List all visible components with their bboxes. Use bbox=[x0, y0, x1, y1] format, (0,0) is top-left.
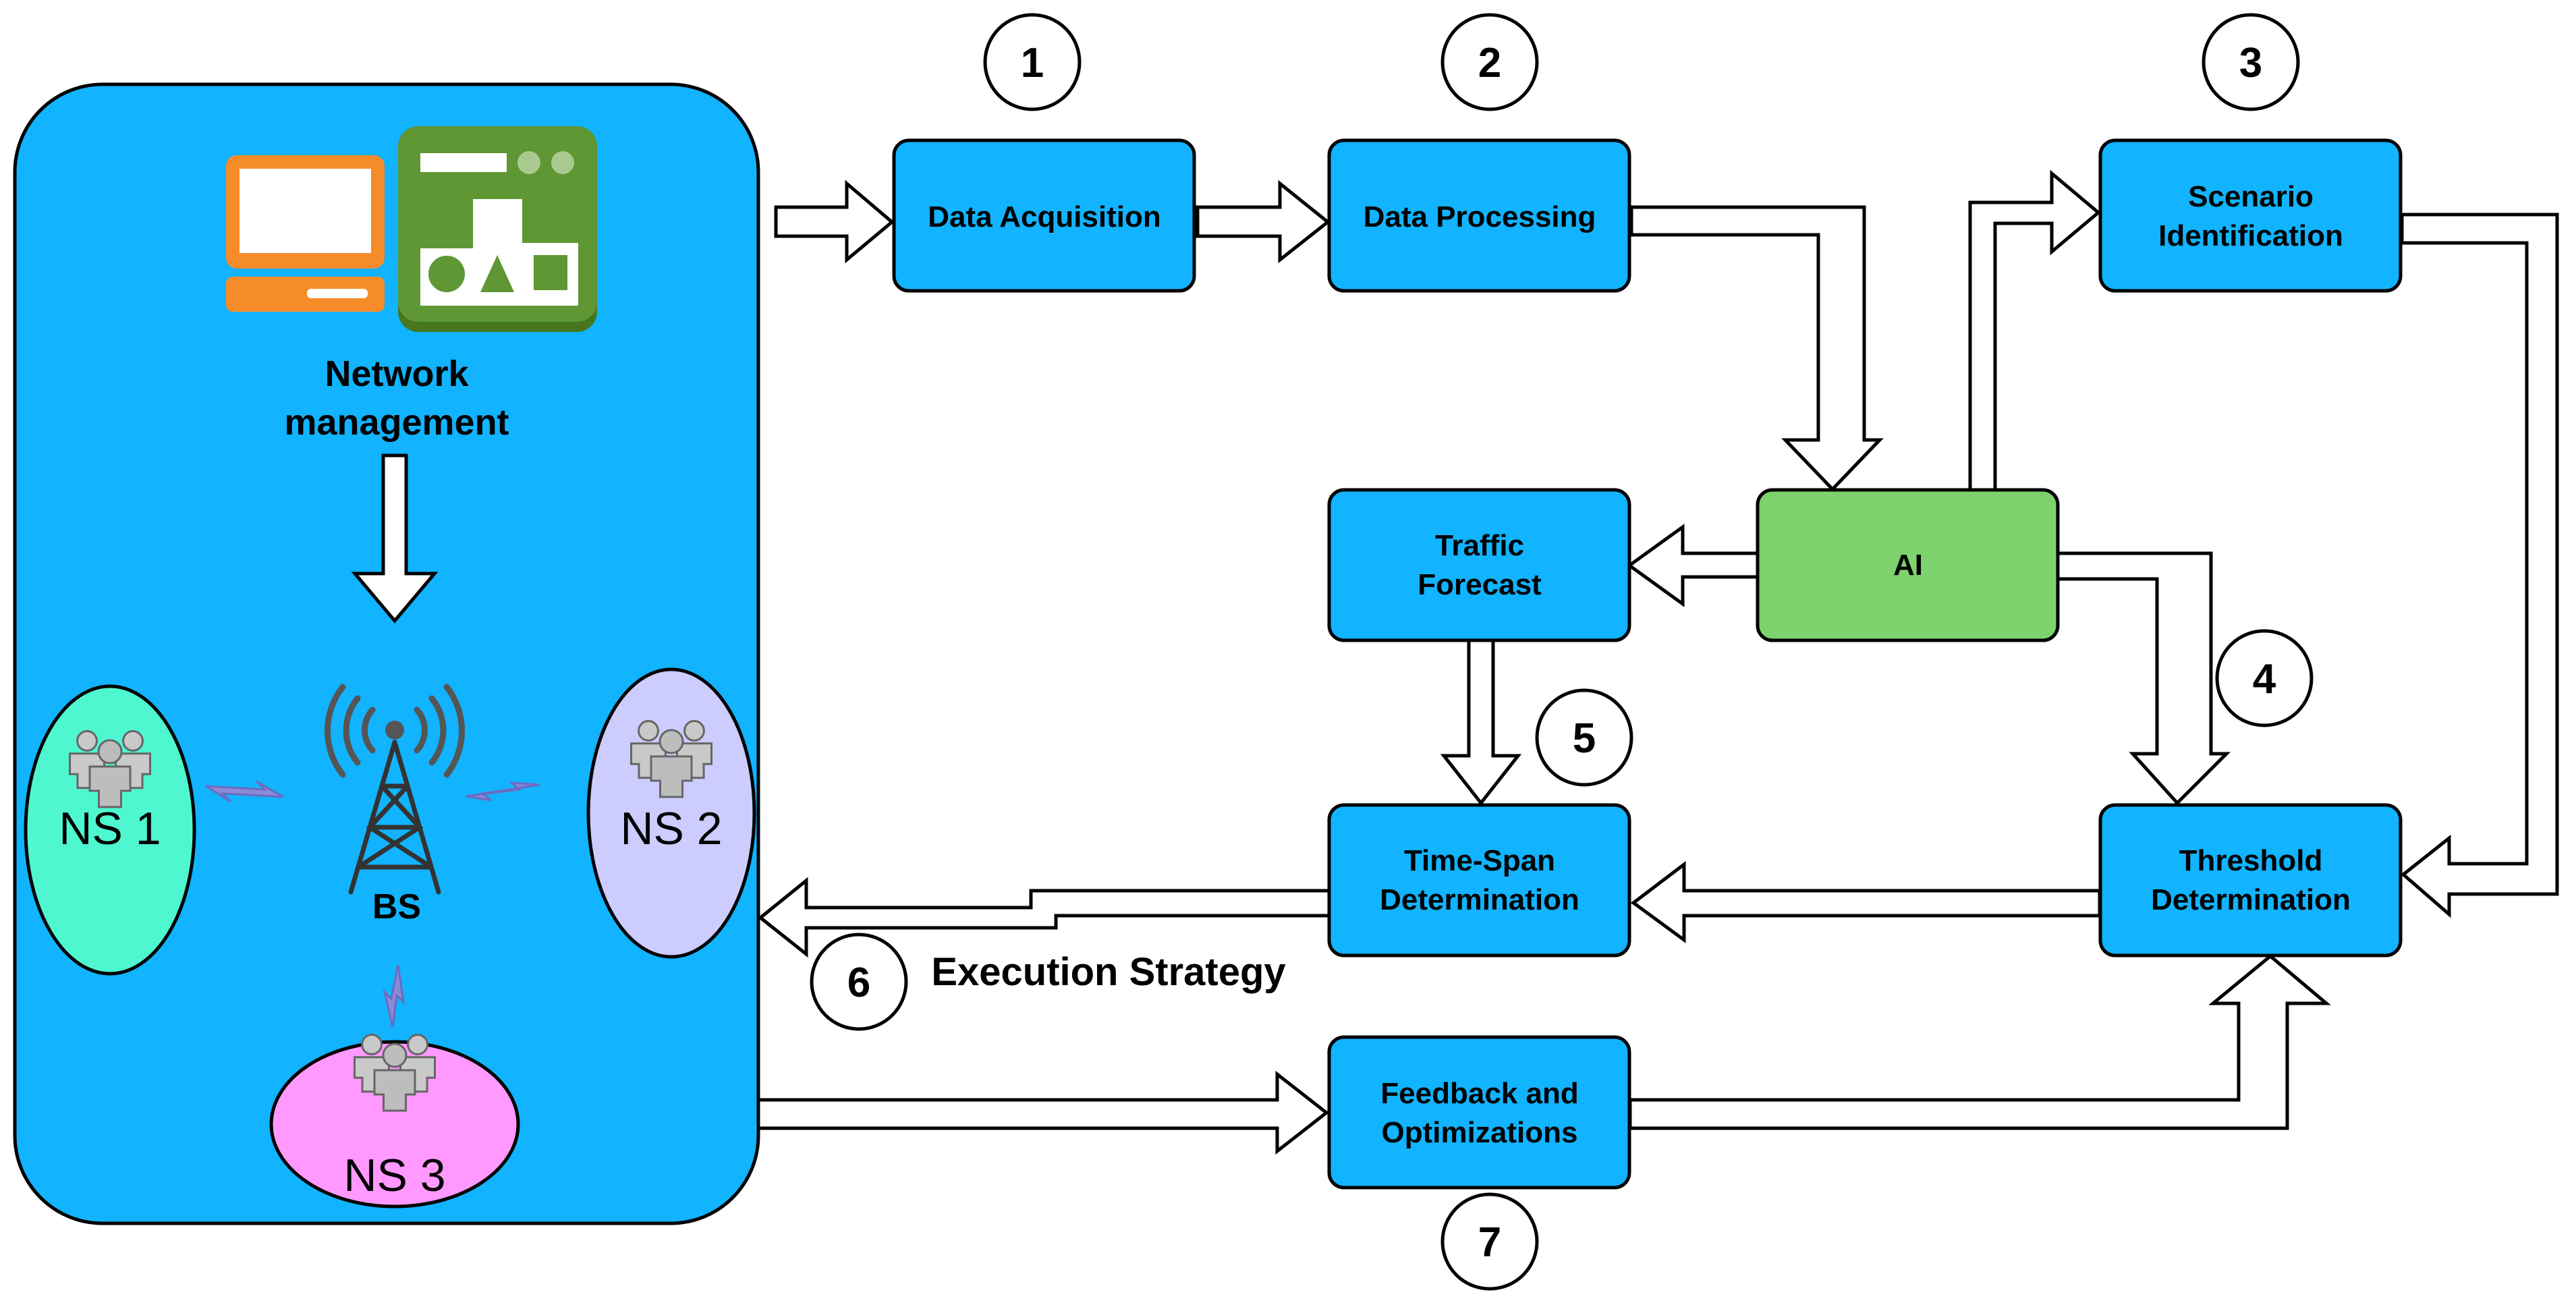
arrow-ai-to-scenario bbox=[1968, 169, 2101, 492]
network-panel bbox=[13, 82, 760, 1225]
step-number-5: 5 bbox=[1535, 688, 1633, 787]
step-number-1: 1 bbox=[983, 13, 1082, 111]
svg-text:AI: AI bbox=[1893, 549, 1923, 582]
svg-text:Data Processing: Data Processing bbox=[1364, 200, 1596, 233]
arrow-ai-to-traffic bbox=[1626, 524, 1760, 607]
step-number-2: 2 bbox=[1440, 13, 1539, 111]
svg-text:Optimizations: Optimizations bbox=[1382, 1116, 1578, 1149]
svg-text:1: 1 bbox=[1021, 40, 1044, 86]
svg-text:Time-Span: Time-Span bbox=[1404, 844, 1555, 877]
svg-text:7: 7 bbox=[1478, 1219, 1501, 1266]
arrow-panel-to-data-acquisition bbox=[774, 179, 895, 264]
arrow-panel-to-feedback bbox=[756, 1070, 1330, 1155]
svg-text:Data Acquisition: Data Acquisition bbox=[928, 200, 1161, 233]
network-slice-ns2 bbox=[586, 667, 756, 959]
scenario-identification-box: Scenario Identification bbox=[2098, 138, 2403, 293]
arrow-acquisition-to-processing bbox=[1196, 179, 1331, 264]
traffic-forecast-box: Traffic Forecast bbox=[1327, 488, 1631, 642]
arrow-timespan-to-panel bbox=[758, 877, 1331, 958]
svg-text:Determination: Determination bbox=[1380, 883, 1579, 916]
data-processing-box: Data Processing bbox=[1327, 138, 1631, 293]
user-group-icons bbox=[69, 720, 712, 1112]
time-span-determination-box: Time-Span Determination bbox=[1327, 803, 1631, 957]
dashboard-chart-icon bbox=[398, 126, 597, 332]
svg-text:Scenario: Scenario bbox=[2188, 180, 2314, 213]
wireless-link-icons bbox=[205, 780, 540, 1028]
threshold-determination-box: Threshold Determination bbox=[2098, 803, 2403, 957]
arrow-traffic-to-timespan bbox=[1440, 638, 1522, 806]
execution-strategy-label: Execution Strategy bbox=[931, 950, 1285, 994]
svg-text:4: 4 bbox=[2253, 656, 2276, 702]
computer-monitor-icon bbox=[226, 155, 385, 312]
data-acquisition-box: Data Acquisition bbox=[892, 138, 1196, 293]
step-number-4: 4 bbox=[2215, 629, 2314, 727]
svg-text:Identification: Identification bbox=[2158, 219, 2343, 252]
svg-text:Feedback and: Feedback and bbox=[1380, 1077, 1578, 1110]
svg-text:3: 3 bbox=[2239, 40, 2262, 86]
svg-text:5: 5 bbox=[1573, 715, 1596, 762]
bs-label: BS bbox=[372, 887, 421, 926]
base-station-tower-icon bbox=[325, 684, 465, 895]
svg-text:Threshold: Threshold bbox=[2179, 844, 2323, 877]
ns1-label: NS 1 bbox=[59, 803, 161, 854]
svg-text:Traffic: Traffic bbox=[1435, 529, 1524, 562]
svg-text:Forecast: Forecast bbox=[1418, 568, 1542, 601]
svg-text:6: 6 bbox=[847, 960, 870, 1006]
arrow-feedback-to-threshold bbox=[1628, 953, 2331, 1130]
arrow-management-to-bs bbox=[351, 453, 439, 623]
step-number-7: 7 bbox=[1440, 1192, 1539, 1291]
arrow-processing-to-ai bbox=[1629, 205, 1884, 492]
arrow-scenario-to-threshold bbox=[2400, 213, 2559, 918]
ns2-label: NS 2 bbox=[620, 803, 722, 854]
network-slice-ns1 bbox=[24, 684, 196, 976]
step-number-6: 6 bbox=[810, 933, 908, 1031]
svg-text:Determination: Determination bbox=[2151, 883, 2351, 916]
step-number-3: 3 bbox=[2202, 13, 2300, 111]
ai-box: AI bbox=[1756, 488, 2060, 642]
ns3-label: NS 3 bbox=[343, 1150, 445, 1201]
feedback-optimizations-box: Feedback and Optimizations bbox=[1327, 1035, 1631, 1190]
network-slice-ns3 bbox=[269, 1040, 520, 1209]
arrow-threshold-to-timespan bbox=[1630, 860, 2102, 943]
svg-text:2: 2 bbox=[1478, 40, 1501, 86]
arrow-ai-to-threshold bbox=[2056, 551, 2231, 806]
